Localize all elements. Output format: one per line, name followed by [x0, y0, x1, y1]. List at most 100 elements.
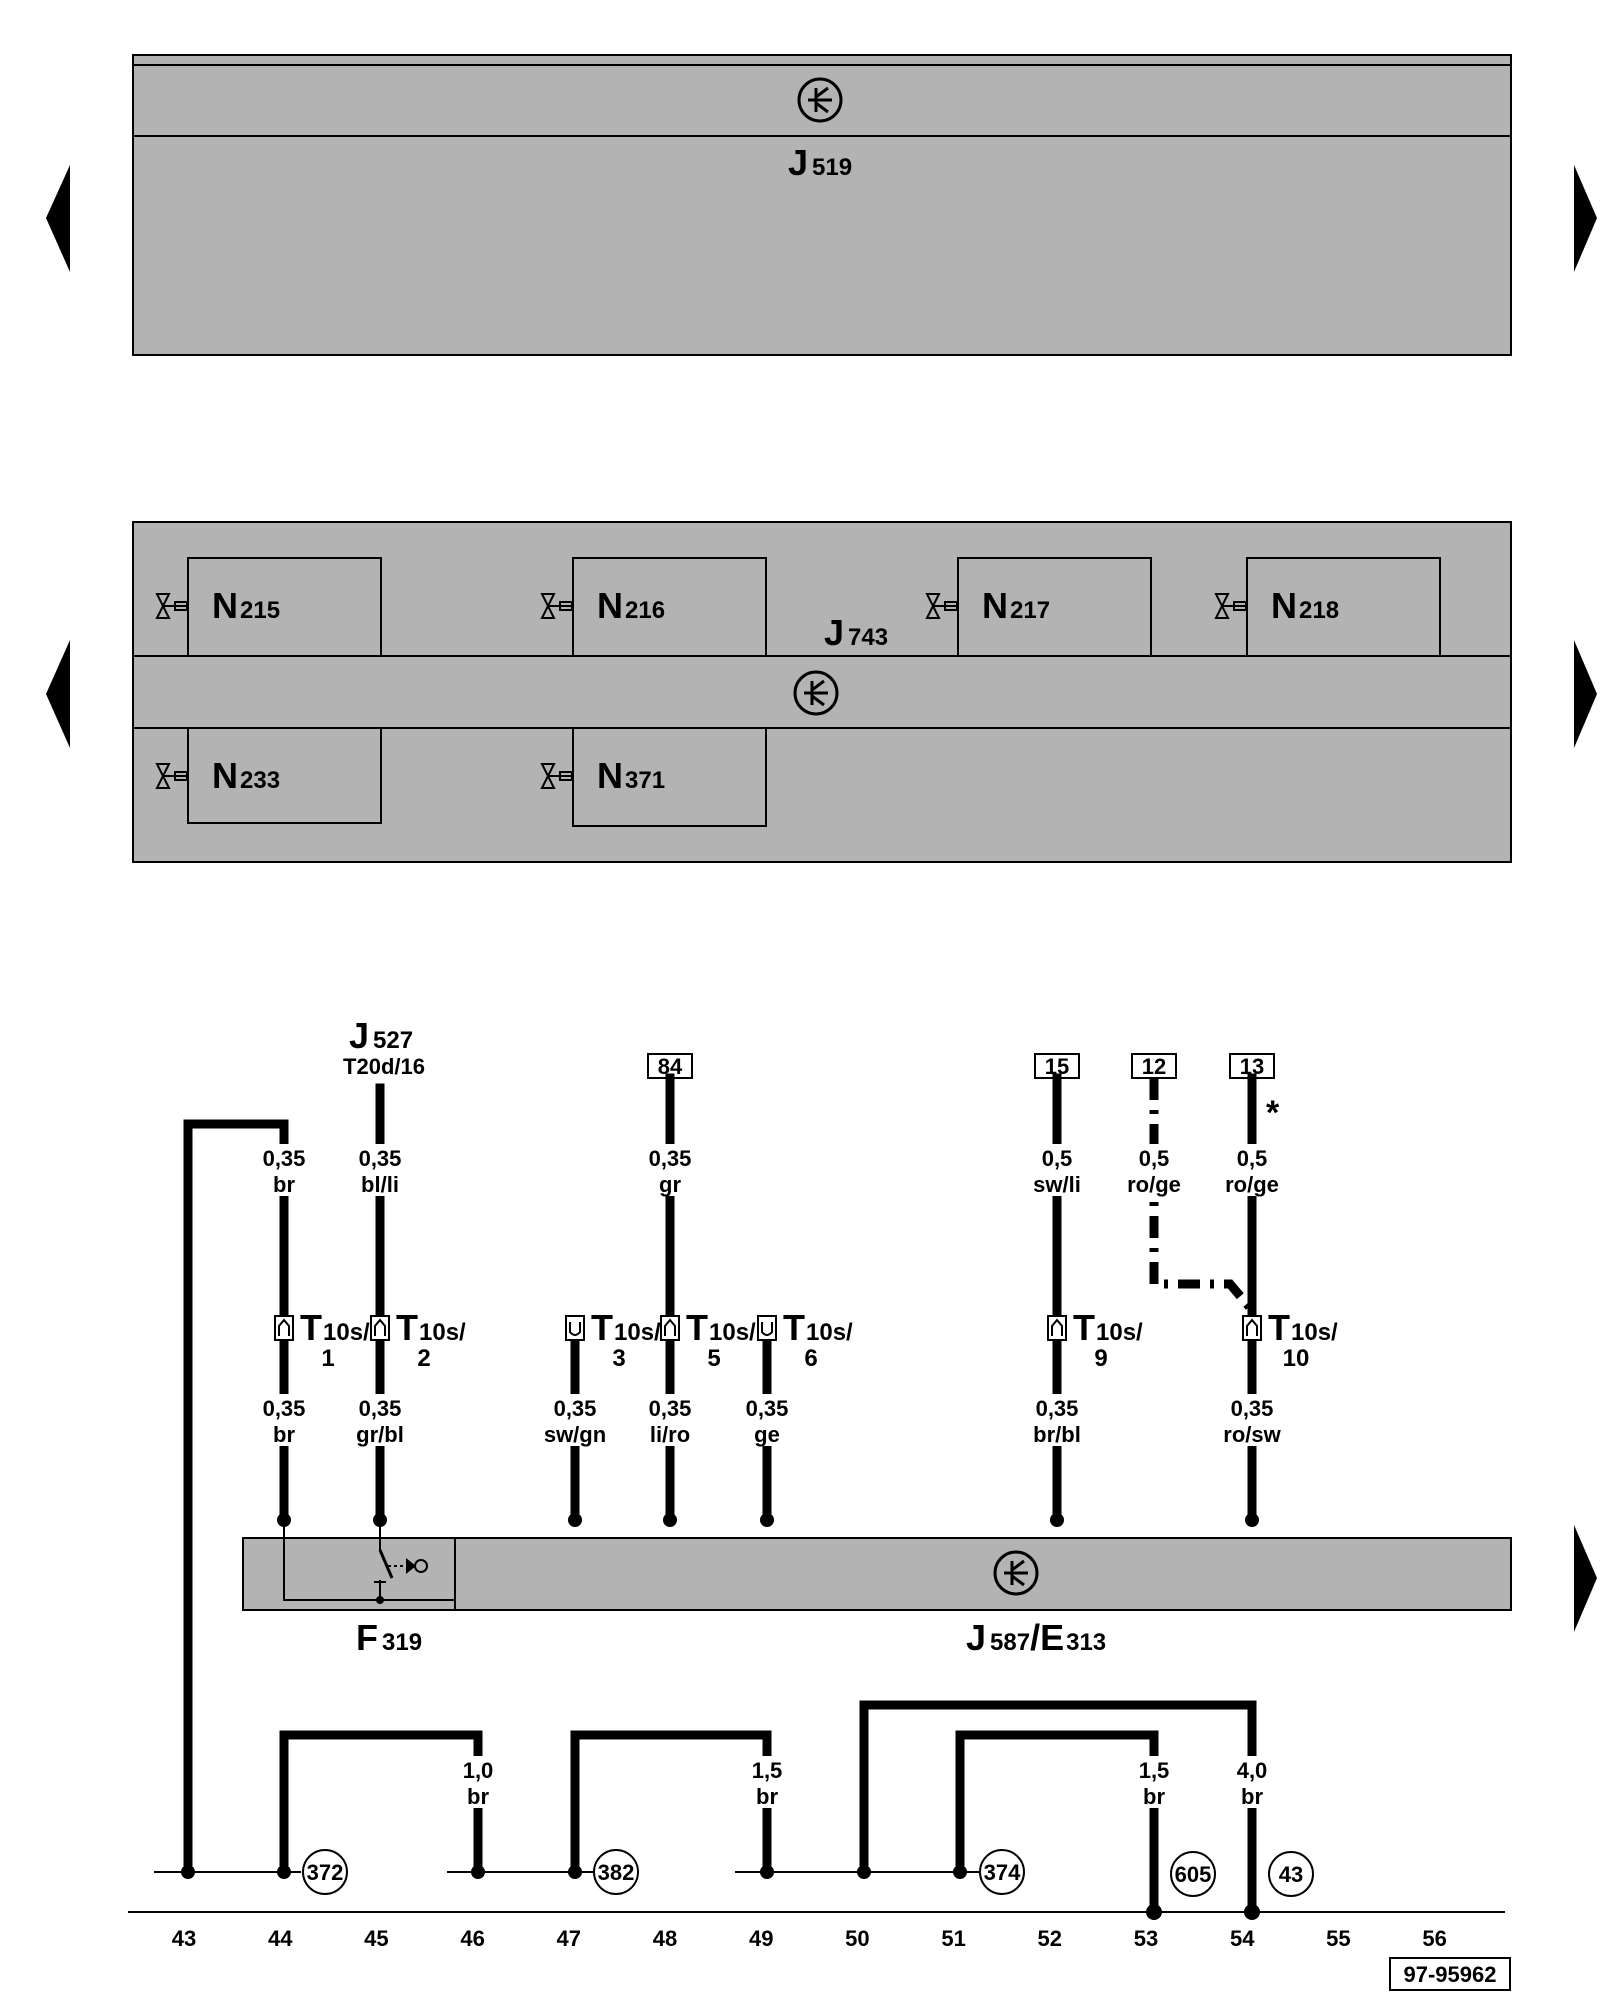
- ground-point-605: 605: [1170, 1851, 1216, 1897]
- connector-t10s-5: T10s/5: [660, 1307, 756, 1372]
- valve-n217: N217: [925, 557, 1152, 656]
- solenoid-valve-icon: [155, 593, 189, 619]
- ground-point-374: 374: [979, 1849, 1025, 1895]
- connector-pin: 2: [417, 1345, 430, 1372]
- svg-text:605: 605: [1175, 1862, 1212, 1887]
- connector-label: T10s/: [591, 1307, 661, 1348]
- connector-pin: 1: [321, 1345, 334, 1372]
- connector-pin: 6: [804, 1345, 817, 1372]
- track-number: 44: [268, 1926, 293, 1951]
- svg-text:12: 12: [1142, 1054, 1166, 1079]
- connector-label: T10s/: [1073, 1307, 1143, 1348]
- solenoid-valve-icon: [540, 593, 574, 619]
- source-ref-pin: T20d/16: [343, 1054, 425, 1079]
- connector-pin: 3: [612, 1345, 625, 1372]
- connector-pin: 9: [1094, 1345, 1107, 1372]
- solenoid-valve-icon: [925, 593, 959, 619]
- valve-n233: N233: [155, 727, 382, 824]
- prev-page-arrow[interactable]: [46, 165, 70, 272]
- valve-label: N217: [982, 585, 1050, 626]
- valve-label: N216: [597, 585, 665, 626]
- connector-t10s-6: T10s/6: [757, 1307, 853, 1372]
- ground-point-372: 372: [302, 1849, 348, 1895]
- connector-label: T10s/: [686, 1307, 756, 1348]
- track-number: 53: [1134, 1926, 1158, 1951]
- track-number: 54: [1230, 1926, 1255, 1951]
- connector-t10s-2: T10s/2: [370, 1307, 466, 1372]
- connector-label: T10s/: [1268, 1307, 1338, 1348]
- track-number: 49: [749, 1926, 773, 1951]
- document-number: 97-95962: [1404, 1962, 1497, 1987]
- track-number: 45: [364, 1926, 388, 1951]
- track-number: 52: [1038, 1926, 1062, 1951]
- electronic-symbol-icon: [797, 77, 843, 123]
- connector-label: T10s/: [783, 1307, 853, 1348]
- track-number: 51: [941, 1926, 965, 1951]
- valve-label: N215: [212, 585, 280, 626]
- connector-t10s-10: T10s/10: [1242, 1307, 1338, 1372]
- star-note: *: [1266, 1094, 1280, 1132]
- track-number: 50: [845, 1926, 869, 1951]
- prev-page-arrow[interactable]: [46, 640, 70, 748]
- svg-text:372: 372: [307, 1860, 344, 1885]
- valve-n218: N218: [1214, 557, 1441, 656]
- valve-label: N233: [212, 755, 280, 796]
- svg-text:382: 382: [598, 1860, 635, 1885]
- next-page-arrow[interactable]: [1574, 640, 1597, 748]
- valve-label: N371: [597, 755, 665, 796]
- track-number: 43: [172, 1926, 196, 1951]
- switch-f319-icon: [283, 1522, 455, 1604]
- connector-t10s-3: T10s/3: [565, 1307, 661, 1372]
- track-number: 55: [1326, 1926, 1350, 1951]
- connector-t10s-1: T10s/1: [274, 1307, 370, 1372]
- terminal-12: 12: [1131, 1053, 1177, 1079]
- connector-pin: 5: [707, 1345, 720, 1372]
- connector-pin: 10: [1283, 1345, 1310, 1372]
- next-page-arrow[interactable]: [1574, 165, 1597, 272]
- next-page-arrow[interactable]: [1574, 1525, 1597, 1632]
- track-number: 47: [557, 1926, 581, 1951]
- valve-n216: N216: [540, 557, 767, 656]
- ground-point-382: 382: [593, 1849, 639, 1895]
- valve-label: N218: [1271, 585, 1339, 626]
- svg-text:43: 43: [1279, 1862, 1303, 1887]
- track-number: 56: [1422, 1926, 1446, 1951]
- solenoid-valve-icon: [1214, 593, 1248, 619]
- module-j587-e313: [242, 1522, 1512, 1611]
- electronic-symbol-icon: [993, 1550, 1039, 1596]
- connector-t10s-9: T10s/9: [1047, 1307, 1143, 1372]
- svg-text:374: 374: [984, 1860, 1021, 1885]
- track-number: 48: [653, 1926, 677, 1951]
- connector-label: T10s/: [300, 1307, 370, 1348]
- electronic-symbol-icon: [793, 670, 839, 716]
- track-number: 46: [460, 1926, 484, 1951]
- solenoid-valve-icon: [540, 763, 574, 789]
- ground-point-43: 43: [1268, 1851, 1314, 1897]
- valve-n215: N215: [155, 557, 382, 656]
- solenoid-valve-icon: [155, 763, 189, 789]
